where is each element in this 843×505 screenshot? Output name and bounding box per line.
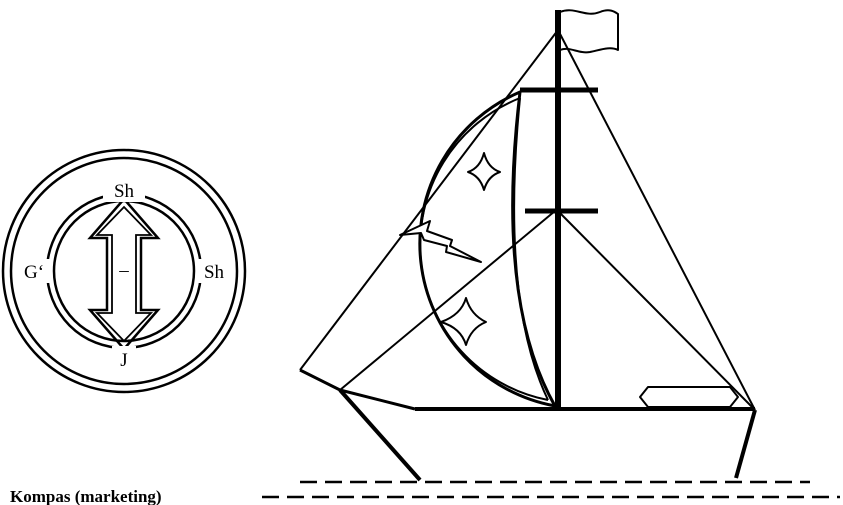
compass-north-label: Sh <box>114 181 135 202</box>
compass-south-label: J <box>120 350 127 371</box>
boat-cabin <box>640 387 738 407</box>
sailboat-icon <box>300 10 755 480</box>
compass-east-label: Sh <box>204 262 225 283</box>
water-lines <box>262 482 840 497</box>
figure-caption: Kompas (marketing) <box>10 487 162 505</box>
compass-dial-icon: Sh Sh J G‘ – <box>3 150 245 392</box>
compass-west-label: G‘ <box>24 262 44 283</box>
compass-center-mark: – <box>118 260 129 281</box>
flag-icon <box>560 10 618 52</box>
crescent-sail <box>420 92 555 406</box>
